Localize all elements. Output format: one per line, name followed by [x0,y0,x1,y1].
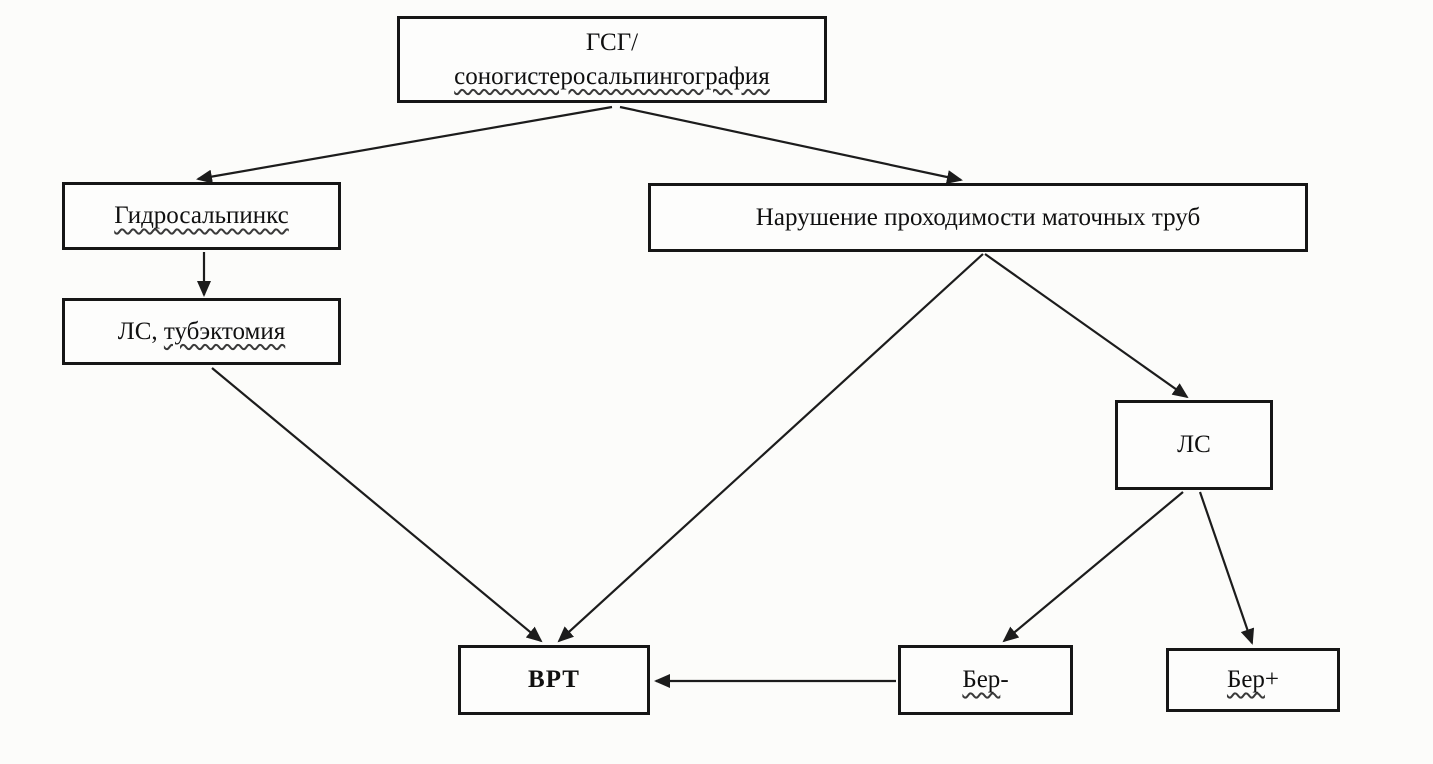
node-vrt: ВРТ [458,645,650,715]
node-ber-minus-label: Бер- [962,663,1008,697]
arrow-tubal-obstruction-to-vrt [557,253,984,643]
node-ls-tubectomy-underlined: тубэктомия [163,317,286,345]
arrow-hsg-to-tubal-obstruction [619,105,963,184]
node-hsg: ГСГ/ соногистеросальпингография [397,16,827,103]
node-ber-plus-suffix: + [1264,666,1280,694]
node-hsg-label-line1: ГСГ/ [585,28,639,56]
node-ls-tubectomy-label: ЛС, тубэктомия [118,315,286,349]
node-tubal-obstruction-label: Нарушение проходимости маточных труб [755,203,1201,231]
node-ber-minus: Бер- [898,645,1073,715]
arrow-ls-to-ber-minus [1002,491,1184,643]
arrow-tubal-obstruction-to-ls [984,253,1189,399]
node-hydrosalpinx-label: Гидросальпинкс [114,202,289,230]
node-ls-tubectomy: ЛС, тубэктомия [62,298,341,365]
node-ls-tubectomy-prefix: ЛС, [117,317,164,345]
node-ber-minus-underlined: Бер [962,666,1001,694]
node-ls-label: ЛС [1177,431,1211,459]
node-ber-plus-underlined: Бер [1226,666,1265,694]
node-hydrosalpinx: Гидросальпинкс [62,182,341,250]
node-ber-plus-label: Бер+ [1227,663,1279,697]
arrow-hsg-to-hydrosalpinx [196,105,613,184]
node-vrt-label: ВРТ [528,666,580,694]
node-ber-plus: Бер+ [1166,648,1340,712]
node-ber-minus-suffix: - [1000,666,1009,694]
node-ls: ЛС [1115,400,1273,490]
arrow-ls-to-ber-plus [1198,491,1255,645]
arrow-ls-tubectomy-to-vrt [211,367,543,643]
node-tubal-obstruction: Нарушение проходимости маточных труб [648,183,1308,252]
node-hsg-label-line2: соногистеросальпингография [454,62,770,90]
